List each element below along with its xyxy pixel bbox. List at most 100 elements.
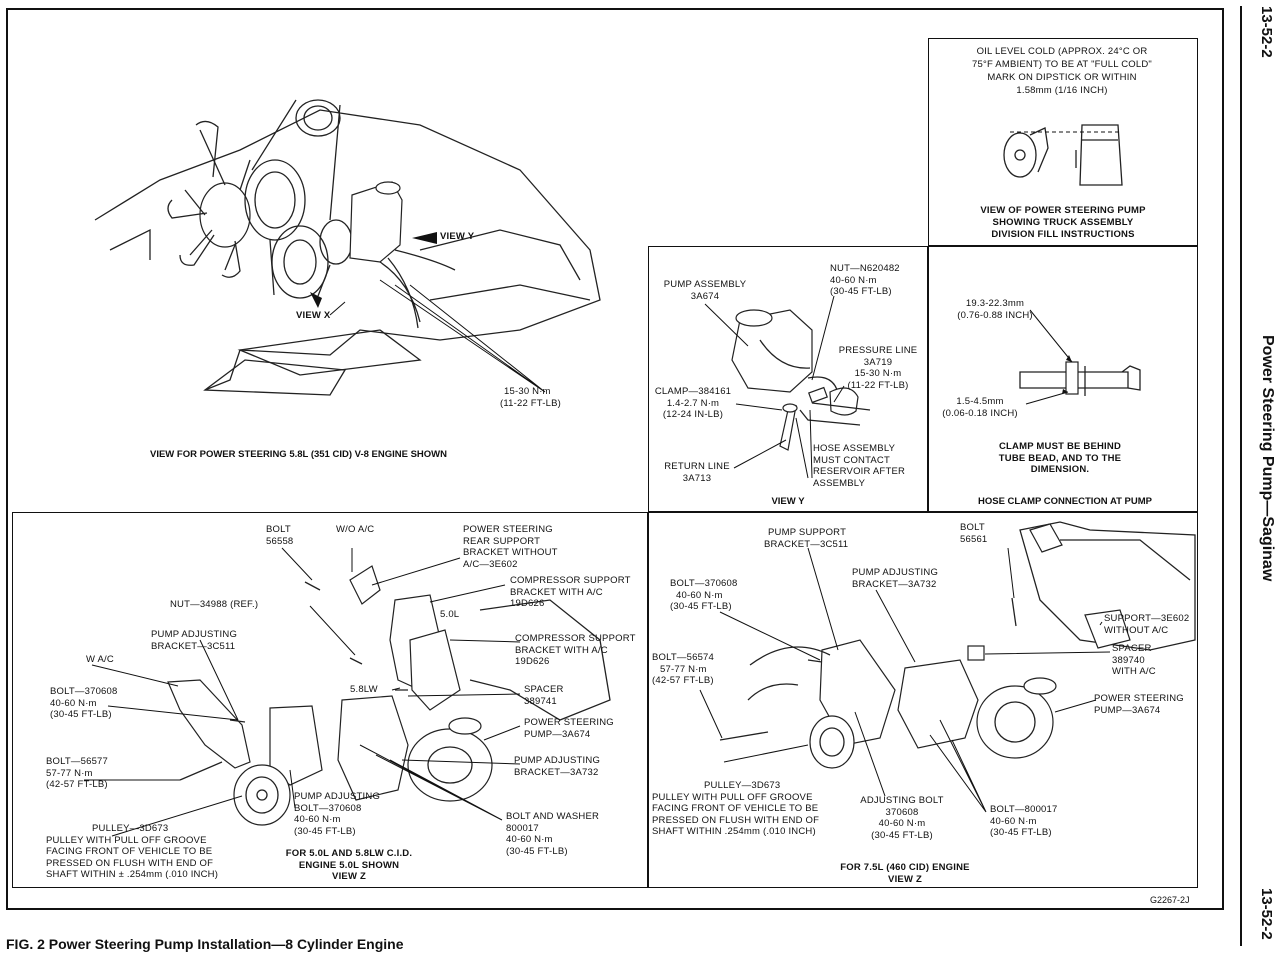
oil-caption-line-2: SHOWING TRUCK ASSEMBLY: [992, 217, 1134, 228]
bolt-800017-torque-nm: 40-60 N·m: [990, 815, 1037, 827]
bolt-56574-part: BOLT—56574: [652, 652, 715, 663]
clamp-note-line-2: TUBE BEAD, AND TO THE: [998, 452, 1122, 464]
view-z-75-caption-line-1: FOR 7.5L (460 CID) ENGINE: [840, 862, 970, 873]
pump-adj-3a732-line-2: BRACKET—3A732: [514, 766, 599, 778]
bolt-56561-name: BOLT: [960, 522, 985, 533]
clamp-dim-2-inch: (0.06-0.18 INCH): [942, 407, 1018, 419]
bolt-56577-label: BOLT—56577 57-77 N·m (42-57 FT-LB): [46, 756, 108, 791]
bolt-washer-label: BOLT AND WASHER 800017 40-60 N·m (30-45 …: [506, 811, 599, 857]
clamp-label: CLAMP—384161 1.4-2.7 N·m (12-24 IN-LB): [648, 386, 738, 421]
adjusting-bolt-part: 370608: [885, 806, 919, 818]
support-3e602-note: WITHOUT A/C: [1104, 624, 1169, 636]
view-z-58-caption: FOR 5.0L AND 5.8LW C.I.D. ENGINE 5.0L SH…: [264, 848, 434, 883]
clamp-dim-2: 1.5-4.5mm (0.06-0.18 INCH): [930, 396, 1030, 419]
oil-note-line-3: MARK ON DIPSTICK OR WITHIN: [987, 72, 1137, 83]
pump-support-part: BRACKET—3C511: [764, 538, 849, 550]
bolt-56561-part: 56561: [960, 533, 988, 545]
hose-assembly-line-2: MUST CONTACT: [813, 454, 890, 466]
pump-assembly-part: 3A674: [690, 290, 720, 302]
bolt-370608-75-torque-ftlb: (30-45 FT-LB): [670, 601, 732, 612]
spacer-389741-label: SPACER 389741: [524, 684, 564, 707]
bolt-56558-part: 56558: [266, 535, 294, 547]
pump-assembly-name: PUMP ASSEMBLY: [663, 279, 747, 290]
compressor-support-2-label: COMPRESSOR SUPPORT BRACKET WITH A/C 19D6…: [515, 633, 636, 668]
pump-assembly-label: PUMP ASSEMBLY 3A674: [650, 279, 760, 302]
pulley-58-line-4: PRESSED ON FLUSH WITH END OF: [46, 857, 214, 869]
pump-adj-75-line-1: PUMP ADJUSTING: [852, 567, 939, 578]
pump-adj-3c511-label: PUMP ADJUSTING BRACKET—3C511: [151, 629, 237, 652]
pulley-75-line-2: PULLEY WITH PULL OFF GROOVE: [652, 791, 813, 803]
pump-adj-75-line-2: BRACKET—3A732: [852, 578, 937, 590]
engine-torque-line-2: (11-22 FT-LB): [500, 398, 562, 409]
engine-torque-line-1: 15-30 N·m: [504, 386, 551, 397]
compressor-support-1-line-2: BRACKET WITH A/C: [510, 586, 603, 598]
panel-view-z-58: [12, 512, 648, 888]
clamp-torque-nm: 1.4-2.7 N·m: [666, 397, 720, 409]
nut-label: NUT—N620482 40-60 N·m (30-45 FT-LB): [830, 263, 900, 298]
pulley-75-label: PULLEY—3D673 PULLEY WITH PULL OFF GROOVE…: [652, 780, 819, 838]
engine-illustration: [94, 99, 601, 396]
support-3e602-part: SUPPORT—3E602: [1104, 613, 1190, 624]
bolt-washer-name: BOLT AND WASHER: [506, 811, 600, 822]
ps-rear-support-line-3: BRACKET WITHOUT: [463, 547, 558, 558]
bolt-800017-label: BOLT—800017 40-60 N·m (30-45 FT-LB): [990, 804, 1058, 839]
compressor-support-1-line-3: 19D626: [510, 598, 545, 609]
pulley-58-line-2: PULLEY WITH PULL OFF GROOVE: [46, 834, 207, 846]
spacer-389741-part: 389741: [524, 695, 557, 707]
adjusting-bolt-torque-ftlb: (30-45 FT-LB): [871, 829, 933, 841]
clamp-note-line-1: CLAMP MUST BE BEHIND: [998, 441, 1122, 452]
bolt-56561-label: BOLT 56561: [960, 522, 987, 545]
pulley-75-line-3: FACING FRONT OF VEHICLE TO BE: [652, 803, 819, 814]
bolt-56558-name: BOLT: [266, 524, 291, 535]
pressure-line-torque-ftlb: (11-22 FT-LB): [847, 379, 909, 391]
view-z-58-illustration: [84, 547, 611, 837]
view-z-58-caption-line-2: ENGINE 5.0L SHOWN: [298, 859, 400, 871]
oil-caption-line-1: VIEW OF POWER STEERING PUMP: [980, 205, 1146, 216]
bolt-56574-torque-ftlb: (42-57 FT-LB): [652, 675, 714, 686]
bolt-370608-label: BOLT—370608 40-60 N·m (30-45 FT-LB): [50, 686, 118, 721]
view-y-callout: VIEW Y: [440, 231, 475, 242]
bolt-washer-torque-ftlb: (30-45 FT-LB): [506, 845, 568, 857]
clamp-note-line-3: DIMENSION.: [1030, 464, 1090, 475]
ps-rear-support-label: POWER STEERING REAR SUPPORT BRACKET WITH…: [463, 524, 558, 570]
ps-rear-support-line-1: POWER STEERING: [463, 524, 553, 535]
return-line-name: RETURN LINE: [664, 461, 730, 472]
view-x-callout: VIEW X: [296, 310, 331, 321]
nut-part: NUT—N620482: [830, 263, 900, 274]
oil-note-line-4: 1.58mm (1/16 INCH): [1016, 85, 1108, 96]
pump-support-label: PUMP SUPPORT BRACKET—3C511: [764, 527, 848, 550]
nut-torque-nm: 40-60 N·m: [830, 274, 877, 286]
ps-pump-label-58: POWER STEERING PUMP—3A674: [524, 717, 614, 740]
spacer-389741-name: SPACER: [524, 684, 564, 695]
spacer-389740-name: SPACER: [1112, 643, 1152, 654]
hose-assembly-label: HOSE ASSEMBLY MUST CONTACT RESERVOIR AFT…: [813, 443, 905, 489]
oil-note-line-2: 75°F AMBIENT) TO BE AT "FULL COLD": [972, 59, 1152, 70]
hose-clamp-illustration: [1019, 309, 1141, 405]
pulley-75-line-4: PRESSED ON FLUSH WITH END OF: [652, 814, 820, 826]
wo-ac-label: W/O A/C: [336, 524, 375, 535]
engine-view-caption: VIEW FOR POWER STEERING 5.8L (351 CID) V…: [150, 449, 448, 460]
figure-frame: [6, 8, 1224, 910]
figure-caption: FIG. 2 Power Steering Pump Installation—…: [6, 936, 404, 952]
support-3e602-label: SUPPORT—3E602 WITHOUT A/C: [1104, 613, 1189, 636]
view-z-75-illustration: [699, 521, 1196, 813]
pump-adj-3a732-label: PUMP ADJUSTING BRACKET—3A732: [514, 755, 600, 778]
bolt-washer-part: 800017: [506, 822, 539, 834]
pump-support-name: PUMP SUPPORT: [768, 527, 847, 538]
pump-adj-bolt-torque-nm: 40-60 N·m: [294, 814, 341, 825]
compressor-support-2-line-1: COMPRESSOR SUPPORT: [515, 633, 636, 644]
spacer-389740-note: WITH A/C: [1112, 666, 1156, 677]
bolt-56574-torque-nm: 57-77 N·m: [660, 663, 707, 675]
hose-assembly-line-4: ASSEMBLY: [813, 477, 866, 489]
compressor-support-2-line-2: BRACKET WITH A/C: [515, 644, 608, 656]
pressure-line-torque-nm: 15-30 N·m: [854, 368, 902, 379]
adjusting-bolt-name: ADJUSTING BOLT: [860, 795, 944, 806]
ps-rear-support-line-4: A/C—3E602: [463, 558, 518, 570]
ps-pump-58-part: PUMP—3A674: [524, 728, 591, 740]
bolt-370608-75-label: BOLT—370608 40-60 N·m (30-45 FT-LB): [670, 578, 738, 613]
hose-clamp-caption: HOSE CLAMP CONNECTION AT PUMP: [978, 496, 1152, 507]
bolt-56577-part: BOLT—56577: [46, 756, 109, 767]
view-y-caption: VIEW Y: [771, 496, 805, 507]
adjusting-bolt-label: ADJUSTING BOLT 370608 40-60 N·m (30-45 F…: [852, 795, 952, 841]
